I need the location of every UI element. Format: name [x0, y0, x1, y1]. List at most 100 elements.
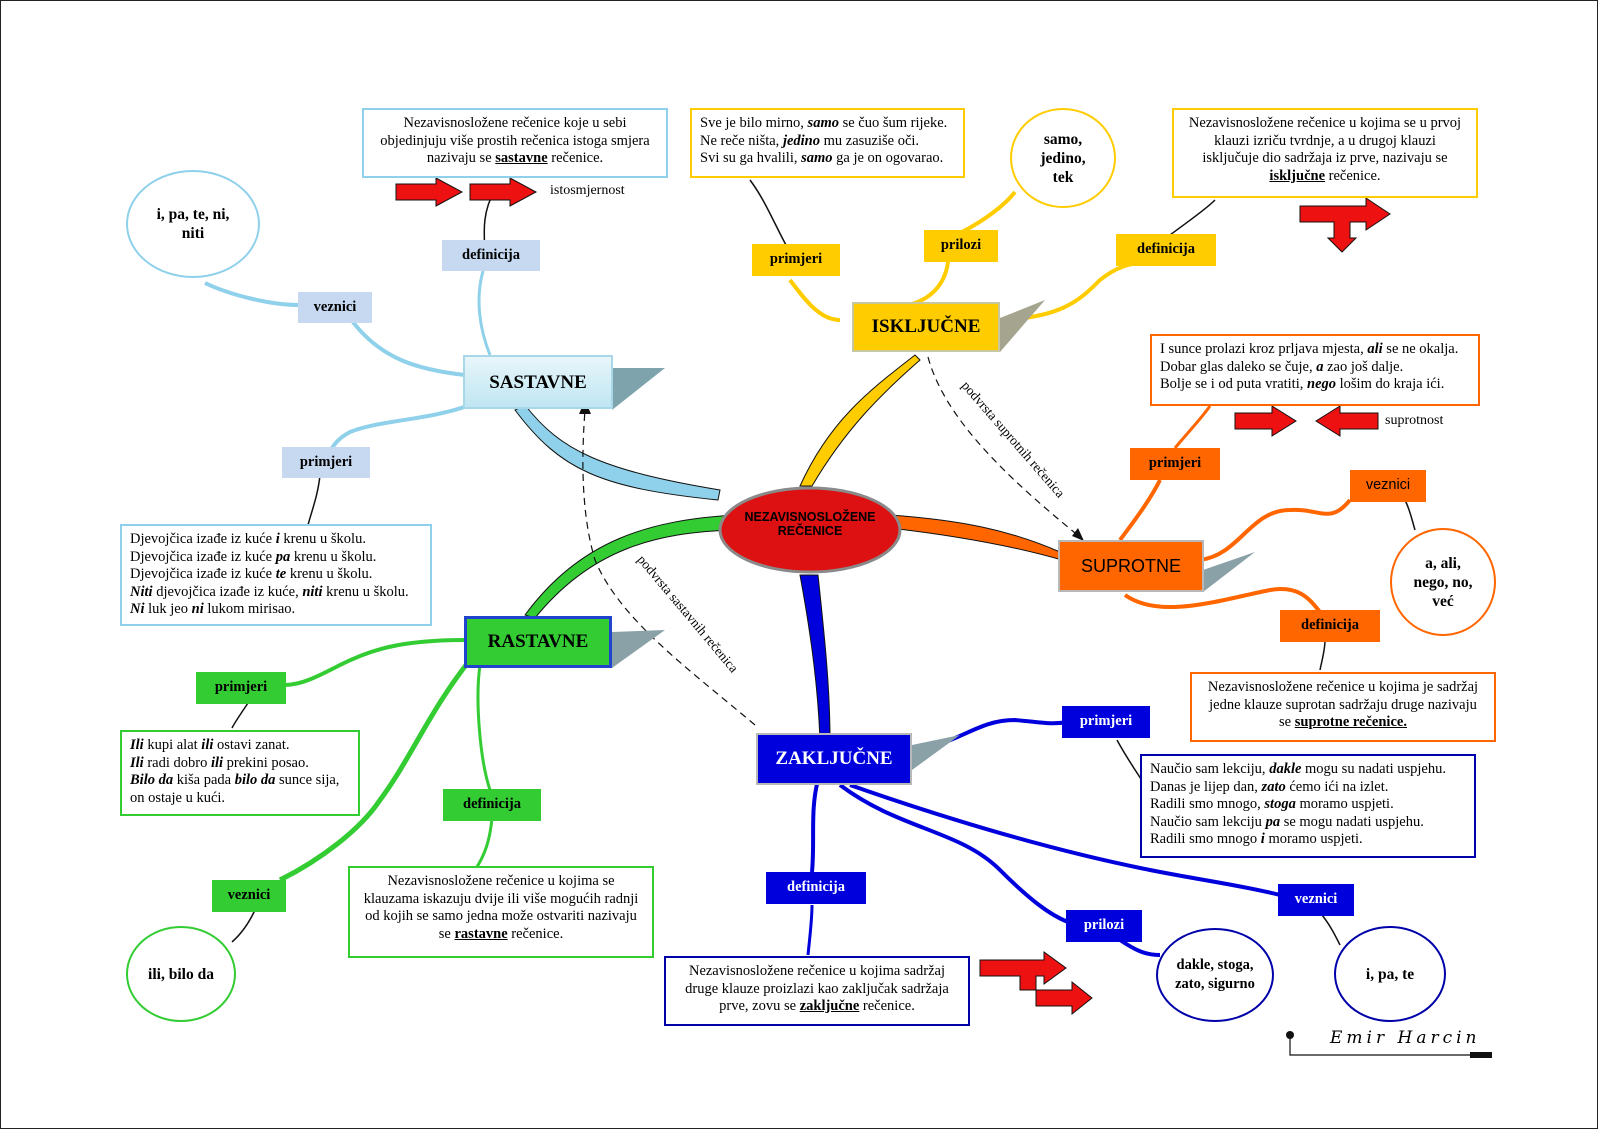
- isk-def-line4: isključne rečenice.: [1182, 168, 1468, 186]
- rastavne-examples-box: Ili kupi alat ili ostavi zanat.Ili radi …: [120, 730, 360, 816]
- sastavne-label-definicija-text: definicija: [462, 247, 520, 263]
- example-text: Djevojčica izađe iz kuće: [130, 566, 276, 582]
- zakljucne-shadow: [912, 735, 960, 770]
- example-keyword: nego: [1307, 376, 1336, 392]
- example-keyword: Ili: [130, 754, 144, 771]
- example-text: mogu su nadati uspjehu.: [1301, 761, 1446, 777]
- example-line: Danas je lijep dan, zato ćemo ići na izl…: [1150, 779, 1466, 797]
- node-zakljucne[interactable]: ZAKLJUČNE: [756, 733, 912, 785]
- isk-adv-line3: tek: [1052, 168, 1074, 186]
- ras-label-veznici-text: veznici: [227, 887, 271, 903]
- example-line: on ostaje u kući.: [130, 790, 350, 808]
- ras-def-post: rečenice.: [507, 925, 564, 942]
- zak-def-post: rečenice.: [859, 998, 915, 1014]
- signature-line: [1289, 1035, 1490, 1056]
- sastavne-def-line3: nazivaju se sastavne rečenice.: [372, 150, 658, 168]
- iskljucne-label-definicija[interactable]: definicija: [1116, 234, 1216, 266]
- zakljucne-split-arrow: [979, 951, 1093, 1016]
- rastavne-label-definicija[interactable]: definicija: [443, 789, 541, 821]
- suprotne-label-primjeri[interactable]: primjeri: [1130, 448, 1220, 480]
- isk-def-line2: klauzi izriču tvrdnje, a u drugoj klauzi: [1214, 132, 1436, 149]
- zak-label-primjeri-text: primjeri: [1079, 713, 1133, 729]
- iskljucne-label-primjeri[interactable]: primjeri: [752, 244, 840, 276]
- sup-label-definicija-text: definicija: [1301, 617, 1359, 633]
- center-title-line1: NEZAVISNOSLOŽENE: [744, 510, 876, 524]
- zakljucne-label-primjeri[interactable]: primjeri: [1062, 706, 1150, 738]
- sastavne-label-veznici[interactable]: veznici: [298, 292, 372, 323]
- isk-adv-line1: samo,: [1043, 130, 1083, 148]
- node-sastavne-label: SASTAVNE: [489, 372, 587, 393]
- definicija-to-box-z: [806, 904, 814, 956]
- example-text: krenu u školu.: [322, 583, 409, 600]
- branch-zakljucne: [799, 574, 831, 741]
- zakljucne-adverbs-circle: dakle, stoga, zato, sigurno: [1156, 928, 1274, 1022]
- sup-to-primjeri: [1118, 479, 1162, 542]
- example-text: Danas je lijep dan,: [1150, 778, 1262, 795]
- example-keyword: te: [275, 566, 287, 582]
- suprotnost-arrow-left: [1315, 405, 1379, 437]
- sup-label-primjeri-text: primjeri: [1148, 455, 1202, 471]
- sup-conj-line2: nego, no,: [1413, 573, 1473, 591]
- example-line: Djevojčica izađe iz kuće pa krenu u škol…: [130, 549, 422, 567]
- sastavne-label-veznici-text: veznici: [313, 299, 357, 315]
- sastavne-def-post: rečenice.: [547, 150, 604, 166]
- example-keyword: ali: [1367, 341, 1383, 357]
- zak-to-veznici: [849, 783, 1281, 897]
- example-text: Ne reče ništa,: [700, 132, 783, 149]
- prilozi-to-circle-i: [961, 190, 1017, 234]
- rastavne-definition-box: Nezavisnosložene rečenice u kojima se kl…: [348, 866, 654, 958]
- example-text: Dobar glas daleko se čuje,: [1160, 358, 1317, 375]
- example-text: zao još dalje.: [1323, 358, 1404, 375]
- example-keyword: Ni: [130, 601, 145, 617]
- sastavne-conjunctions-circle: i, pa, te, ni, niti: [126, 170, 260, 278]
- suprotne-label-veznici[interactable]: veznici: [1350, 470, 1426, 502]
- isk-to-prilozi: [907, 261, 950, 307]
- sup-to-definicija: [1123, 587, 1322, 614]
- example-keyword: pa: [275, 548, 291, 565]
- veznici-to-circle-s: [204, 281, 301, 307]
- sup-def-pre: se: [1279, 714, 1295, 730]
- example-keyword: samo: [801, 150, 833, 166]
- ras-def-line2: klauzama iskazuju dvije ili više mogućih…: [363, 890, 639, 907]
- iskljucne-examples-box: Sve je bilo mirno, samo se čuo šum rijek…: [690, 108, 965, 178]
- rastavne-label-primjeri[interactable]: primjeri: [196, 672, 286, 704]
- ras-to-definicija: [476, 664, 492, 791]
- node-sastavne[interactable]: SASTAVNE: [463, 355, 613, 409]
- rastavne-label-veznici[interactable]: veznici: [212, 880, 286, 912]
- node-rastavne[interactable]: RASTAVNE: [464, 616, 612, 668]
- example-keyword: a: [1316, 358, 1324, 375]
- sastavne-definition-box: Nezavisnosložene rečenice koje u sebi ob…: [362, 108, 668, 178]
- zak-def-line1: Nezavisnosložene rečenice u kojima sadrž…: [688, 963, 946, 979]
- prilozi-to-circle-z: [1118, 938, 1161, 957]
- center-node: NEZAVISNOSLOŽENE REČENICE: [730, 510, 890, 550]
- example-line: Ili kupi alat ili ostavi zanat.: [130, 737, 350, 755]
- node-iskljucne[interactable]: ISKLJUČNE: [852, 302, 1000, 352]
- zakljucne-label-prilozi[interactable]: prilozi: [1066, 910, 1142, 942]
- example-text: djevojčica izađe iz kuće,: [152, 583, 303, 600]
- veznici-to-circle-z: [1321, 914, 1341, 946]
- isk-label-prilozi-text: prilozi: [940, 237, 982, 253]
- zak-adv-line2: zato, sigurno: [1175, 976, 1255, 992]
- zakljucne-label-definicija[interactable]: definicija: [766, 872, 866, 904]
- veznici-to-circle-r: [231, 909, 256, 943]
- signature-bar: [1470, 1052, 1492, 1058]
- primjeri-to-box-r: [231, 702, 249, 729]
- zakljucne-label-veznici[interactable]: veznici: [1278, 884, 1354, 916]
- isk-def-line3: isključuje dio sadržaja iz prve, nazivaj…: [1202, 150, 1448, 166]
- sup-def-line2: jedne klauze suprotan sadržaju druge naz…: [1209, 696, 1477, 713]
- example-text: Djevojčica izađe iz kuće: [130, 548, 276, 565]
- example-keyword: jedino: [782, 132, 820, 149]
- ras-to-veznici: [278, 658, 472, 883]
- sastavne-label-primjeri[interactable]: primjeri: [282, 447, 370, 478]
- example-text: se čuo šum rijeke.: [838, 115, 948, 131]
- iskljucne-label-prilozi[interactable]: prilozi: [924, 230, 998, 262]
- suprotne-label-definicija[interactable]: definicija: [1280, 610, 1380, 642]
- node-suprotne[interactable]: SUPROTNE: [1058, 540, 1204, 592]
- sup-conj-line3: već: [1432, 592, 1454, 610]
- iskljucne-shadow: [1000, 300, 1045, 352]
- sastavne-label-definicija[interactable]: definicija: [442, 240, 540, 271]
- zak-label-prilozi-text: prilozi: [1083, 917, 1125, 933]
- example-text: moramo uspjeti.: [1264, 831, 1363, 847]
- zak-adv-line1: dakle, stoga,: [1176, 957, 1254, 973]
- sastavne-examples-box: Djevojčica izađe iz kuće i krenu u školu…: [120, 524, 432, 626]
